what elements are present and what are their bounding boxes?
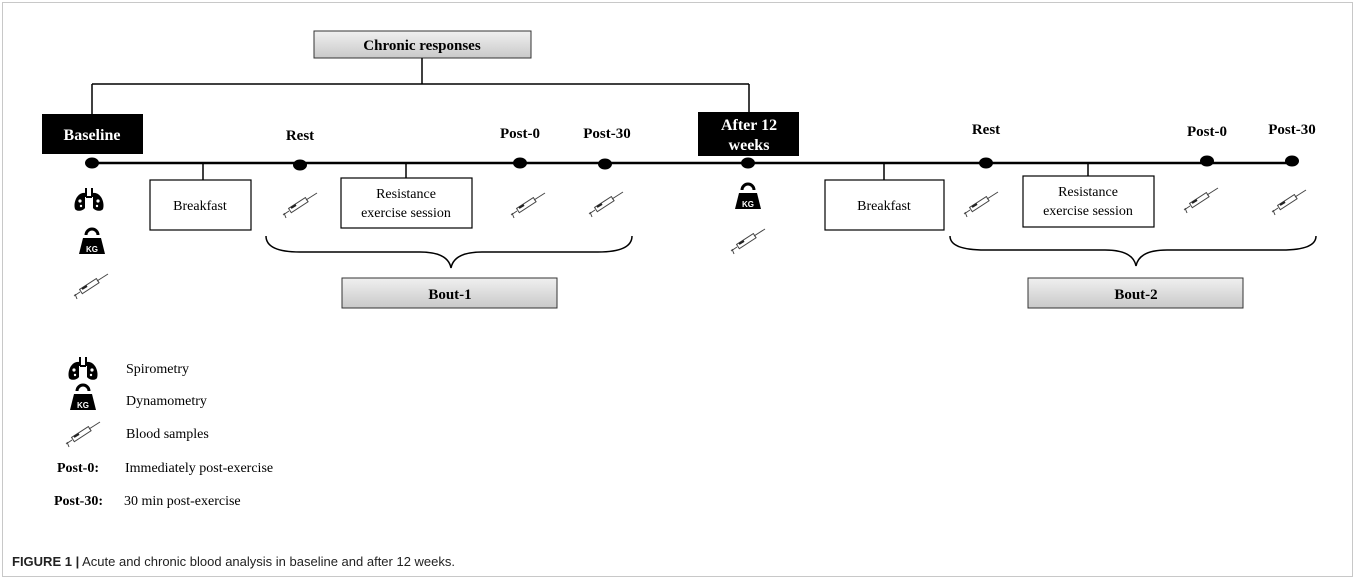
after-12-label-line1: After 12 [721,117,777,134]
post0-label-2: Post-0 [1187,124,1227,140]
exercise-label-2-line2: exercise session [1043,204,1133,219]
exercise-session-box-1 [340,177,473,229]
figure-caption-text: Acute and chronic blood analysis in base… [82,554,456,569]
timepoint-post0-2 [1200,155,1214,167]
exercise-label-2-line1: Resistance [1058,185,1118,200]
timepoint-post0-1 [513,157,527,169]
syringe-icon [588,191,624,218]
post30-label-1: Post-30 [583,126,631,142]
syringe-icon [65,421,101,448]
exercise-label-1-line1: Resistance [376,187,436,202]
breakfast-label-2: Breakfast [857,199,911,214]
lungs-icon [67,356,99,381]
rest-label-1: Rest [286,128,314,144]
syringe-icon [963,191,999,218]
syringe-icon [510,192,546,219]
timepoint-post30-2 [1285,155,1299,167]
syringe-icon [282,192,318,219]
legend-post0-desc: Immediately post-exercise [125,461,273,476]
timepoint-after-12 [741,157,755,169]
breakfast-box-1 [149,179,252,231]
syringe-icon [730,228,766,255]
bout-2-label: Bout-2 [1114,287,1157,303]
after-12-label-line2: weeks [729,137,770,154]
chronic-responses-label: Chronic responses [363,38,481,54]
timepoint-rest-2 [979,157,993,169]
timepoint-baseline [85,157,99,169]
bout-2-box [1027,277,1244,309]
timepoint-rest-1 [293,159,307,171]
bout-1-label: Bout-1 [428,287,471,303]
kettlebell-icon: KG [77,227,107,256]
exercise-label-1-line2: exercise session [361,206,451,221]
exercise-session-box-2 [1022,175,1155,228]
syringe-icon [73,273,109,300]
brace-bout-2 [949,235,1317,267]
baseline-label: Baseline [64,127,121,144]
legend-dynamometry: Dynamometry [126,394,207,409]
legend-post30-key: Post-30: [54,494,103,509]
baseline-box [42,114,143,154]
post30-label-2: Post-30 [1268,122,1316,138]
after-12-weeks-box [698,112,799,156]
timepoint-post30-1 [598,158,612,170]
legend-spirometry: Spirometry [126,362,189,377]
rest-label-2: Rest [972,122,1000,138]
bout-1-box [341,277,558,309]
brace-bout-1 [265,235,633,269]
syringe-icon [1183,187,1219,214]
figure-caption: FIGURE 1 | Acute and chronic blood analy… [12,554,455,569]
breakfast-box-2 [824,179,945,231]
syringe-icon [1271,189,1307,216]
post0-label-1: Post-0 [500,126,540,142]
svg-text:KG: KG [86,245,98,254]
legend-post0-key: Post-0: [57,461,99,476]
kettlebell-icon: KG [733,182,763,211]
svg-text:KG: KG [77,401,89,410]
lungs-icon [73,187,105,212]
breakfast-label-1: Breakfast [173,199,227,214]
kettlebell-icon: KG [68,383,98,412]
legend-blood-samples: Blood samples [126,427,209,442]
legend-post30-desc: 30 min post-exercise [124,494,241,509]
figure-number: FIGURE 1 | [12,554,80,569]
svg-text:KG: KG [742,200,754,209]
